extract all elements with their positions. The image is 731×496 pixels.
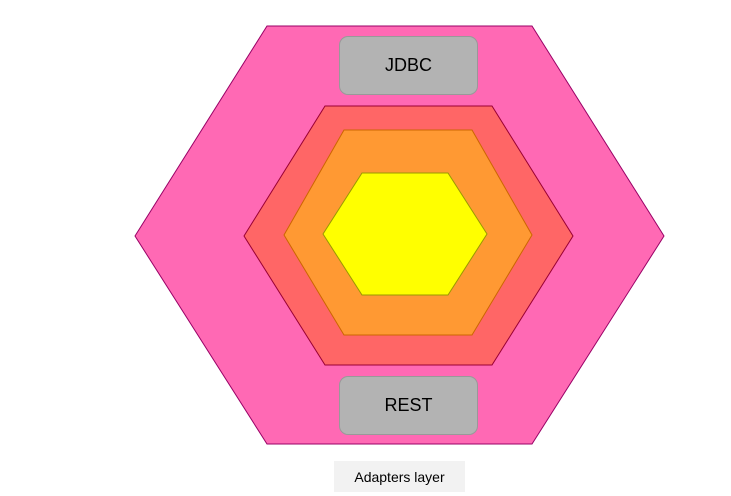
adapters-layer-caption: Adapters layer [334,461,465,492]
adapters-layer-caption-text: Adapters layer [354,468,445,485]
jdbc-adapter-label: JDBC [384,55,432,75]
domain-layer-hexagon [322,172,488,296]
rest-adapter-box: REST [339,376,478,435]
rest-adapter-label: REST [384,395,433,415]
jdbc-adapter-box: JDBC [339,36,478,95]
